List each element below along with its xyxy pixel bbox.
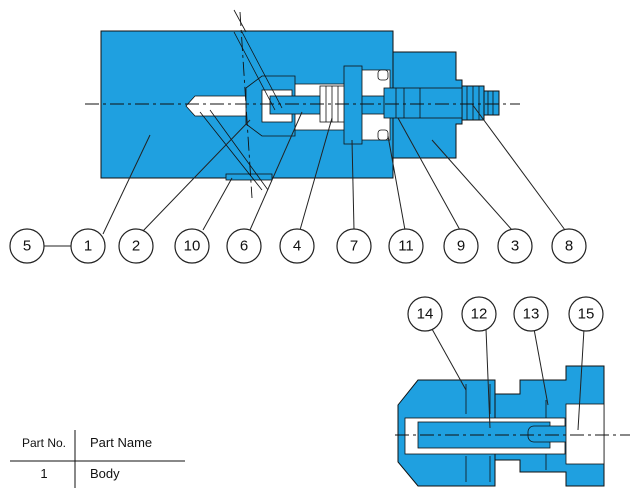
callout-circle bbox=[551, 228, 587, 264]
callout-circle bbox=[388, 228, 424, 264]
callout-label: 8 bbox=[565, 238, 573, 255]
callout-circle bbox=[226, 228, 262, 264]
callout-label: 15 bbox=[578, 306, 595, 323]
callout-circle bbox=[461, 296, 497, 332]
callout-label: 2 bbox=[132, 238, 140, 255]
thread-lines bbox=[466, 86, 494, 120]
detail-cap-cavity bbox=[565, 403, 605, 465]
main-callouts: 5 1 2 10 6 4 7 11 9 3 8 bbox=[9, 228, 587, 264]
detail-callouts: 14 12 13 15 bbox=[407, 296, 604, 332]
callout-label: 12 bbox=[471, 306, 488, 323]
oring-bottom bbox=[377, 129, 389, 141]
handle-ribs bbox=[395, 88, 421, 118]
detail-leaders bbox=[431, 328, 585, 431]
callout-label: 11 bbox=[398, 238, 414, 255]
stem-tip-part bbox=[483, 90, 500, 116]
detail-assembly bbox=[395, 365, 630, 487]
main-assembly bbox=[85, 9, 520, 199]
callout-circle bbox=[279, 228, 315, 264]
callout-circle bbox=[568, 296, 604, 332]
callout-label: 13 bbox=[523, 306, 540, 323]
callout-label: 10 bbox=[184, 238, 201, 255]
insert-hatch bbox=[199, 9, 283, 191]
callout-label: 6 bbox=[240, 238, 248, 255]
handle-stem-part bbox=[383, 87, 463, 119]
callout-label: 9 bbox=[457, 238, 465, 255]
callout-circle bbox=[407, 296, 443, 332]
flange-part bbox=[225, 173, 273, 181]
table-cell-part-no: 1 bbox=[40, 466, 47, 481]
callout-circle bbox=[336, 228, 372, 264]
callout-label: 7 bbox=[350, 238, 358, 255]
callout-circle bbox=[9, 228, 45, 264]
callout-label: 1 bbox=[84, 238, 92, 255]
parts-table: Part No. Part Name 1 Body bbox=[10, 430, 185, 488]
callout-label: 3 bbox=[511, 238, 519, 255]
table-cell-part-name: Body bbox=[90, 466, 120, 481]
table-header-part-name: Part Name bbox=[90, 435, 152, 450]
callout-circle bbox=[70, 228, 106, 264]
detail-hatch bbox=[465, 384, 547, 482]
callout-circle bbox=[118, 228, 154, 264]
callout-label: 14 bbox=[417, 306, 434, 323]
callout-circle bbox=[174, 228, 210, 264]
oring-top bbox=[377, 69, 389, 81]
callout-label: 5 bbox=[23, 238, 31, 255]
callout-circle bbox=[443, 228, 479, 264]
callout-circle bbox=[513, 296, 549, 332]
vertical-centerline bbox=[239, 11, 253, 199]
retainer-part bbox=[343, 65, 363, 145]
callout-circle bbox=[497, 228, 533, 264]
table-header-part-no: Part No. bbox=[22, 436, 66, 450]
main-leaders bbox=[42, 103, 566, 247]
callout-label: 4 bbox=[293, 238, 301, 255]
